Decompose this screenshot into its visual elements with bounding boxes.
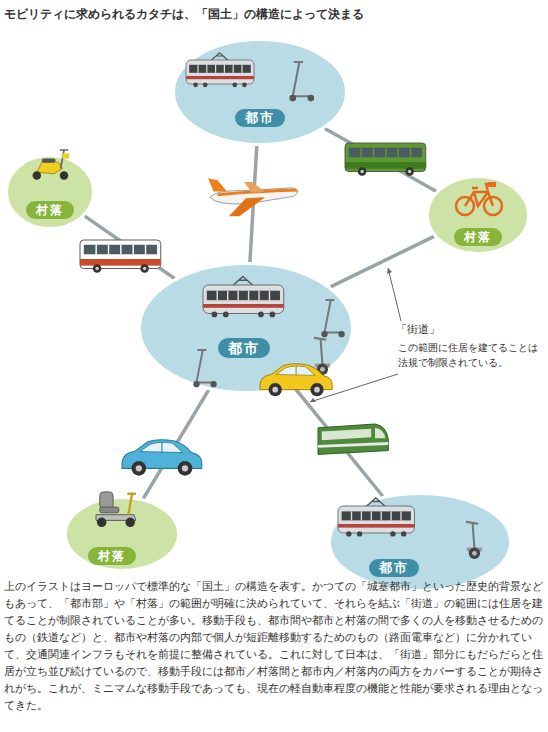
road-connector	[330, 236, 434, 286]
area-shape	[138, 262, 354, 394]
road-lines	[85, 129, 436, 499]
area-label: 都市	[369, 559, 419, 578]
vehicle-icon	[208, 178, 298, 216]
vehicle-icon	[318, 424, 388, 454]
road-connector	[325, 129, 436, 192]
city-area: 都市	[172, 38, 348, 146]
vehicle-icon	[80, 240, 161, 273]
vehicle-icon	[193, 350, 216, 387]
vehicle-icon	[289, 62, 314, 101]
area-label: 都市	[235, 109, 285, 128]
village-area: 村落	[64, 496, 180, 572]
callout-text: この範囲に住居を建てることは法規で制限されている。	[398, 341, 544, 370]
area-shape	[172, 38, 348, 146]
village-area: 村落	[426, 175, 530, 255]
callout-text: 「街道」	[396, 322, 440, 338]
area-shape	[328, 492, 512, 592]
vehicle-icon	[456, 182, 502, 215]
vehicle-icon	[122, 440, 202, 476]
vehicle-icon	[203, 276, 284, 317]
caption: 上のイラストはヨーロッパで標準的な「国土」の構造を表す。かつての「城塞都市」とい…	[4, 578, 544, 714]
leader-line	[388, 268, 401, 321]
area-label: 村落	[88, 547, 136, 565]
vehicle-icon	[345, 143, 426, 176]
vehicle-icon	[186, 53, 254, 87]
city-area: 都市	[328, 492, 512, 592]
title: モビリティに求められるカタチは、「国土」の構造によって決まる	[4, 6, 364, 23]
area-label: 都市	[218, 338, 270, 359]
city-area: 都市	[138, 262, 354, 394]
area-label: 村落	[454, 228, 502, 246]
vehicle-icon	[338, 498, 415, 537]
vehicle-icon	[466, 522, 482, 559]
route-vehicles	[80, 143, 426, 476]
vehicle-icon	[321, 300, 344, 337]
vehicle-icon	[260, 364, 332, 397]
village-area: 村落	[5, 154, 95, 230]
vehicle-icon	[96, 492, 136, 527]
vehicle-icon	[33, 150, 70, 180]
area-label: 村落	[26, 201, 74, 219]
